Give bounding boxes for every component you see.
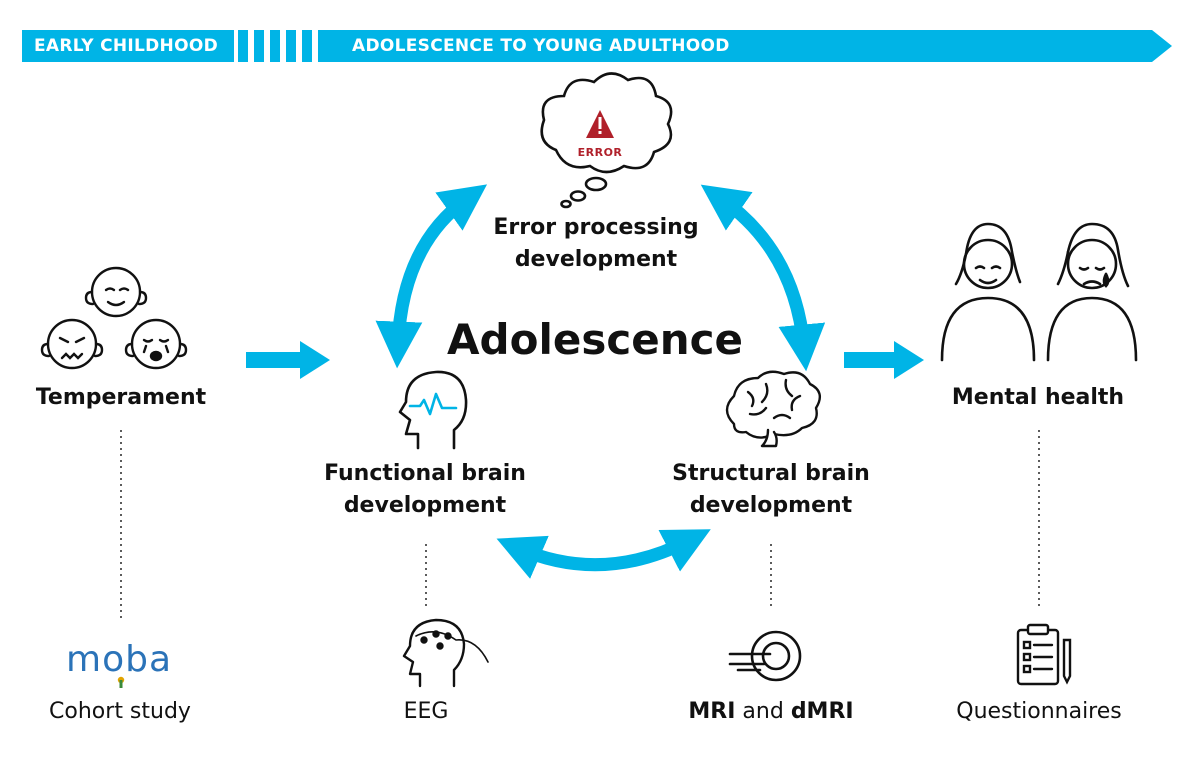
label-mental-health: Mental health (938, 382, 1138, 414)
label-temperament: Temperament (16, 382, 226, 414)
arrow-adolescence-to-mental-health (844, 341, 924, 379)
label-structural-brain: Structural brain development (656, 458, 886, 522)
label-error-line2: development (514, 247, 678, 272)
source-mri-and: and (742, 699, 784, 724)
clipboard-icon (1016, 623, 1072, 686)
label-structural-line2: development (689, 493, 853, 518)
label-functional-line1: Functional brain (324, 461, 526, 486)
mri-scanner-icon (728, 630, 802, 682)
arrow-functional-structural (496, 529, 711, 579)
baby-faces-icon (40, 266, 188, 370)
source-eeg: EEG (403, 699, 449, 724)
banner-early-childhood: EARLY CHILDHOOD (34, 36, 218, 56)
source-mri: MRI and dMRI (666, 698, 876, 726)
error-icon-text: ERROR (577, 146, 623, 159)
moba-logo-mark (117, 676, 125, 688)
source-mri-part1: MRI (688, 699, 736, 724)
women-icon (940, 222, 1138, 362)
moba-logo-text: moba (66, 639, 173, 680)
label-error-processing: Error processing development (478, 212, 714, 276)
label-functional-brain: Functional brain development (310, 458, 540, 522)
banner-adolescence-young-adulthood: ADOLESCENCE TO YOUNG ADULTHOOD (352, 36, 730, 56)
source-mri-part2: dMRI (790, 699, 854, 724)
head-pulse-icon (398, 370, 468, 450)
timeline-banner (22, 30, 1172, 62)
arrow-functional-error (375, 184, 488, 369)
label-structural-line1: Structural brain (672, 461, 870, 486)
brain-icon (725, 370, 822, 448)
moba-logo: moba (66, 640, 176, 684)
arrow-error-structural (700, 184, 826, 372)
label-mental-health-text: Mental health (951, 385, 1125, 410)
thought-cloud-icon (540, 72, 673, 209)
label-functional-line2: development (343, 493, 507, 518)
arrow-temperament-to-adolescence (246, 341, 330, 379)
warning-icon (586, 110, 614, 138)
source-cohort-study: Cohort study (49, 699, 191, 724)
source-questionnaires: Questionnaires (956, 699, 1122, 724)
label-temperament-text: Temperament (35, 385, 207, 410)
dotted-connectors (120, 430, 1040, 618)
label-error-line1: Error processing (493, 215, 699, 240)
eeg-head-icon (402, 618, 489, 688)
center-title: Adolescence (447, 315, 743, 364)
